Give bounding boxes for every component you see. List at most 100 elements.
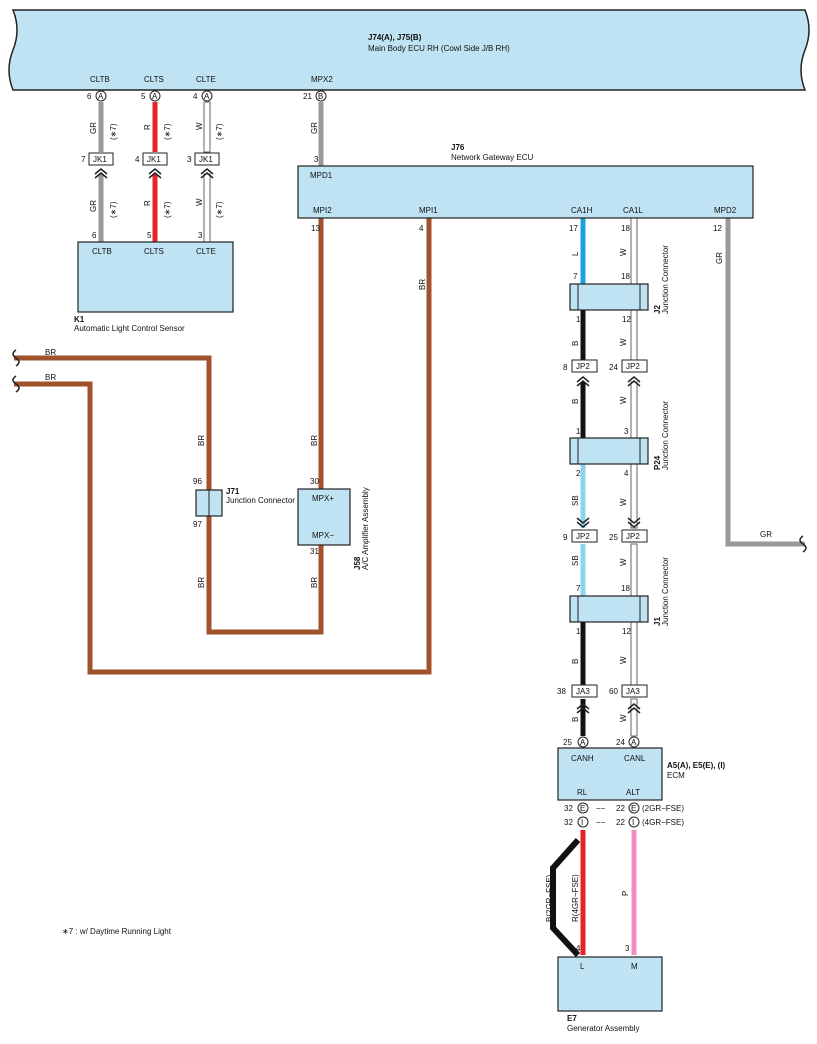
svg-text:W: W: [619, 396, 628, 404]
svg-text:12: 12: [713, 224, 722, 233]
svg-text:(2GR−FSE): (2GR−FSE): [642, 804, 684, 813]
svg-text:38: 38: [557, 687, 566, 696]
svg-text:7: 7: [573, 272, 578, 281]
svg-text:MPX+: MPX+: [312, 494, 334, 503]
svg-text:12: 12: [622, 315, 631, 324]
svg-text:JA3: JA3: [576, 687, 590, 696]
svg-text:3: 3: [624, 427, 629, 436]
svg-text:18: 18: [621, 272, 630, 281]
main-body-ecu: J74(A), J75(B) Main Body ECU RH (Cowl Si…: [8, 9, 810, 91]
svg-text:B: B: [571, 717, 580, 722]
svg-text:4: 4: [419, 224, 424, 233]
k1-id: K1: [74, 315, 85, 324]
svg-text:22: 22: [616, 804, 625, 813]
svg-text:1: 1: [576, 315, 581, 324]
svg-text:MPX−: MPX−: [312, 531, 334, 540]
svg-text:24: 24: [609, 363, 618, 372]
svg-text:P: P: [621, 891, 630, 896]
svg-text:GR: GR: [89, 200, 98, 212]
svg-text:JP2: JP2: [626, 532, 640, 541]
svg-text:18: 18: [621, 584, 630, 593]
svg-text:18: 18: [621, 224, 630, 233]
svg-text:W: W: [619, 248, 628, 256]
svg-text:4: 4: [624, 469, 629, 478]
wire-br-1a: [14, 355, 212, 490]
wire-w-clte: [203, 101, 211, 243]
svg-text:W: W: [619, 498, 628, 506]
svg-text:L: L: [580, 962, 585, 971]
svg-text:12: 12: [622, 627, 631, 636]
svg-text:(∗7): (∗7): [163, 201, 172, 218]
svg-text:A: A: [631, 738, 637, 747]
jp2-top: 8 JP2 24 JP2: [563, 359, 648, 387]
svg-text:3: 3: [625, 944, 630, 953]
svg-text:J58: J58: [353, 556, 362, 570]
svg-text:I: I: [581, 818, 583, 827]
svg-text:A: A: [580, 738, 586, 747]
svg-text:(∗7): (∗7): [215, 123, 224, 140]
j58-ac-amplifier: 30 MPX+ MPX− 31 J58 A/C Amplifier Assemb…: [297, 477, 370, 570]
svg-text:J76: J76: [451, 143, 465, 152]
main-pin-cltb: CLTB: [90, 75, 110, 84]
svg-text:GR: GR: [760, 530, 772, 539]
main-ecu-name: Main Body ECU RH (Cowl Side J/B RH): [368, 44, 510, 53]
svg-text:JA3: JA3: [626, 687, 640, 696]
j2-junction: 7 18 1 12 J2 Junction Connector: [569, 245, 670, 324]
main-pin-mpx2: MPX2: [311, 75, 333, 84]
svg-text:6: 6: [87, 92, 92, 101]
jp2-mid: 9 JP2 25 JP2: [563, 517, 648, 543]
svg-text:A: A: [204, 92, 210, 101]
svg-text:CLTS: CLTS: [144, 247, 164, 256]
j1-junction: 7 18 1 12 J1 Junction Connector: [569, 557, 670, 636]
svg-text:−−: −−: [596, 804, 606, 813]
wire-br-1b: [206, 516, 324, 635]
svg-text:A/C Amplifier Assembly: A/C Amplifier Assembly: [361, 487, 370, 570]
j71-junction: 96 97 J71 Junction Connector: [193, 477, 295, 529]
svg-text:24: 24: [616, 738, 625, 747]
svg-text:W: W: [619, 558, 628, 566]
svg-text:BR: BR: [45, 373, 56, 382]
svg-text:17: 17: [569, 224, 578, 233]
svg-text:6: 6: [92, 231, 97, 240]
svg-text:21: 21: [303, 92, 312, 101]
svg-text:3: 3: [198, 231, 203, 240]
svg-text:BR: BR: [197, 435, 206, 446]
svg-text:30: 30: [310, 477, 319, 486]
svg-text:W: W: [195, 122, 204, 130]
svg-text:MPI1: MPI1: [419, 206, 438, 215]
svg-text:JK1: JK1: [199, 155, 213, 164]
svg-text:W: W: [195, 198, 204, 206]
svg-text:5: 5: [147, 231, 152, 240]
jk1-connectors: 7 JK1 4 JK1 3 JK1: [81, 152, 220, 179]
wire-labels-mid: BR BR BR BR BR BR BR GR GR L W B W B W S…: [45, 248, 772, 896]
wire-b-2gr: [550, 838, 581, 958]
svg-text:B: B: [318, 92, 323, 101]
svg-text:I: I: [632, 818, 634, 827]
svg-text:JP2: JP2: [626, 362, 640, 371]
svg-text:W: W: [619, 714, 628, 722]
svg-text:SB: SB: [571, 495, 580, 506]
svg-text:3: 3: [314, 155, 319, 164]
svg-text:BR: BR: [418, 279, 427, 290]
svg-text:BR: BR: [310, 577, 319, 588]
svg-text:7: 7: [576, 584, 581, 593]
svg-text:(∗7): (∗7): [215, 201, 224, 218]
svg-text:BR: BR: [45, 348, 56, 357]
svg-text:JK1: JK1: [93, 155, 107, 164]
generator-assembly: B(2GR−FSE) R(4GR−FSE) 4 3 L M E7 Generat…: [545, 874, 663, 1033]
svg-text:E: E: [631, 804, 636, 813]
svg-text:CA1L: CA1L: [623, 206, 644, 215]
svg-text:JK1: JK1: [147, 155, 161, 164]
main-pin-clts: CLTS: [144, 75, 164, 84]
svg-text:4: 4: [193, 92, 198, 101]
svg-text:Generator Assembly: Generator Assembly: [567, 1024, 639, 1033]
svg-text:B: B: [571, 341, 580, 346]
svg-text:−−: −−: [596, 818, 606, 827]
svg-text:B: B: [571, 399, 580, 404]
svg-text:CANL: CANL: [624, 754, 646, 763]
svg-text:SB: SB: [571, 555, 580, 566]
svg-text:60: 60: [609, 687, 618, 696]
svg-text:MPD2: MPD2: [714, 206, 737, 215]
svg-text:25: 25: [563, 738, 572, 747]
